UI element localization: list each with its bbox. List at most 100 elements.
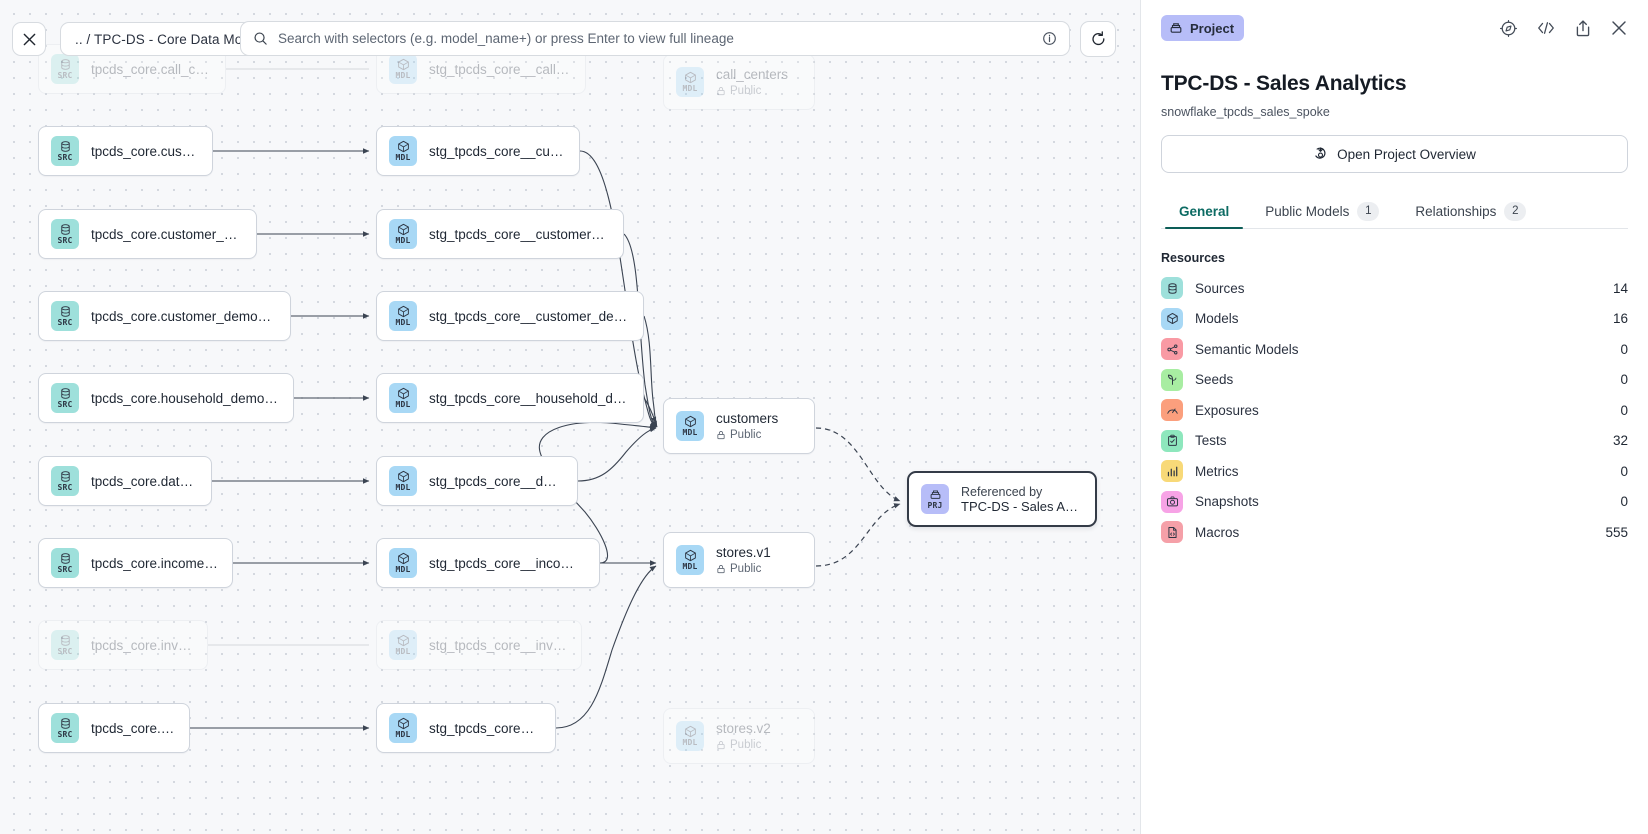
node-relation-label: Referenced by [961,484,1043,499]
breadcrumb-label: .. / TPC-DS - Core Data Models [75,31,268,47]
node-label: stg_tpcds_core__store [429,720,541,736]
node-label: stg_tpcds_core__inventory [429,637,567,653]
lineage-node-stg_cust_demo[interactable]: MDLstg_tpcds_core__customer_demogra… [376,291,644,341]
node-label: TPC-DS - Sales Analytics [961,498,1081,514]
resource-label: Tests [1195,433,1227,449]
tab-count: 2 [1504,201,1527,221]
tab-public-models[interactable]: Public Models 1 [1247,194,1397,228]
node-type-text: MDL [395,565,411,574]
lineage-node-stg_income_band[interactable]: MDL stg_tpcds_core__income_band [376,538,600,588]
cube-icon [397,223,410,236]
close-lineage-button[interactable] [12,22,46,56]
refresh-icon [1091,30,1104,45]
database-icon [59,223,72,236]
node-type-text: MDL [395,483,411,492]
close-panel-icon[interactable] [1610,19,1628,37]
node-type-text: MDL [682,738,698,747]
node-label: tpcds_core.customer_address [91,226,242,242]
node-label: tpcds_core.inventory [91,637,193,653]
node-label: stg_tpcds_core__date_dim [429,473,563,489]
node-type-text: MDL [682,84,698,93]
node-type-text: PRJ [927,501,943,510]
node-type-text: SRC [57,236,73,245]
search-bar[interactable] [240,21,1070,56]
cube-icon [397,58,410,71]
node-type-text: SRC [57,153,73,162]
tab-label: Public Models [1265,203,1350,219]
lineage-canvas[interactable]: .. / TPC-DS - Core Data Models [0,0,1140,834]
tab-relationships[interactable]: Relationships 2 [1397,194,1544,228]
open-project-overview-label: Open Project Overview [1337,146,1476,162]
node-label: customers [716,411,779,426]
search-icon [254,32,267,45]
code-icon[interactable] [1536,19,1556,37]
tab-count: 1 [1357,201,1380,221]
node-label: stg_tpcds_core__call_center [429,61,571,77]
node-type-text: MDL [395,236,411,245]
node-type-badge-mdl: MDL [676,67,704,97]
compass-download-icon [1315,146,1326,159]
node-type-badge-src: SRC [51,219,79,249]
tab-general[interactable]: General [1161,194,1247,229]
info-icon[interactable] [1042,31,1057,46]
node-type-badge-mdl: MDL [389,136,417,166]
node-type-badge-mdl: MDL [389,383,417,413]
refresh-button[interactable] [1080,21,1116,57]
node-type-badge-mdl: MDL [676,721,704,751]
resource-row-sources[interactable]: Sources 14 [1161,273,1628,304]
node-label: tpcds_core.date_dim [91,473,197,489]
node-type-text: SRC [57,647,73,656]
visibility-label: Public [730,429,762,441]
tab-label: Relationships [1415,203,1497,219]
database-icon [59,634,72,647]
compass-icon[interactable] [1499,19,1518,38]
resource-label: Sources [1195,280,1245,296]
cube-icon [397,634,410,647]
graph-node-icon [1161,338,1183,361]
open-project-overview-button[interactable]: Open Project Overview [1161,135,1628,173]
cube-icon [684,415,697,428]
database-icon [59,387,72,400]
database-icon [1161,277,1183,300]
resource-label: Macros [1195,524,1240,540]
node-label: stg_tpcds_core__income_band [429,555,585,571]
resource-type-chip[interactable]: Project [1161,15,1245,41]
node-type-badge-src: SRC [51,548,79,578]
resource-count: 16 [1612,311,1628,327]
cube-icon [684,549,697,562]
lineage-node-stg_cust_addr[interactable]: MDL stg_tpcds_core__customer_address [376,209,624,259]
resource-count: 0 [1620,463,1628,479]
share-icon[interactable] [1574,19,1592,38]
clipboard-check-icon [1161,429,1183,452]
node-label: stg_tpcds_core__customer_address [429,226,609,242]
lineage-node-src_cust_addr[interactable]: SRC tpcds_core.customer_address [38,209,257,259]
lineage-node-stg_hh_demo[interactable]: MDLstg_tpcds_core__household_demogr… [376,373,644,423]
resource-count: 14 [1612,280,1628,296]
lineage-node-stg_date_dim[interactable]: MDL stg_tpcds_core__date_dim [376,456,578,506]
lineage-edges [190,68,901,731]
visibility-label: Public [730,739,762,751]
node-type-badge-mdl: MDL [676,545,704,575]
search-input[interactable] [278,31,1032,46]
node-type-badge-mdl: MDL [389,466,417,496]
